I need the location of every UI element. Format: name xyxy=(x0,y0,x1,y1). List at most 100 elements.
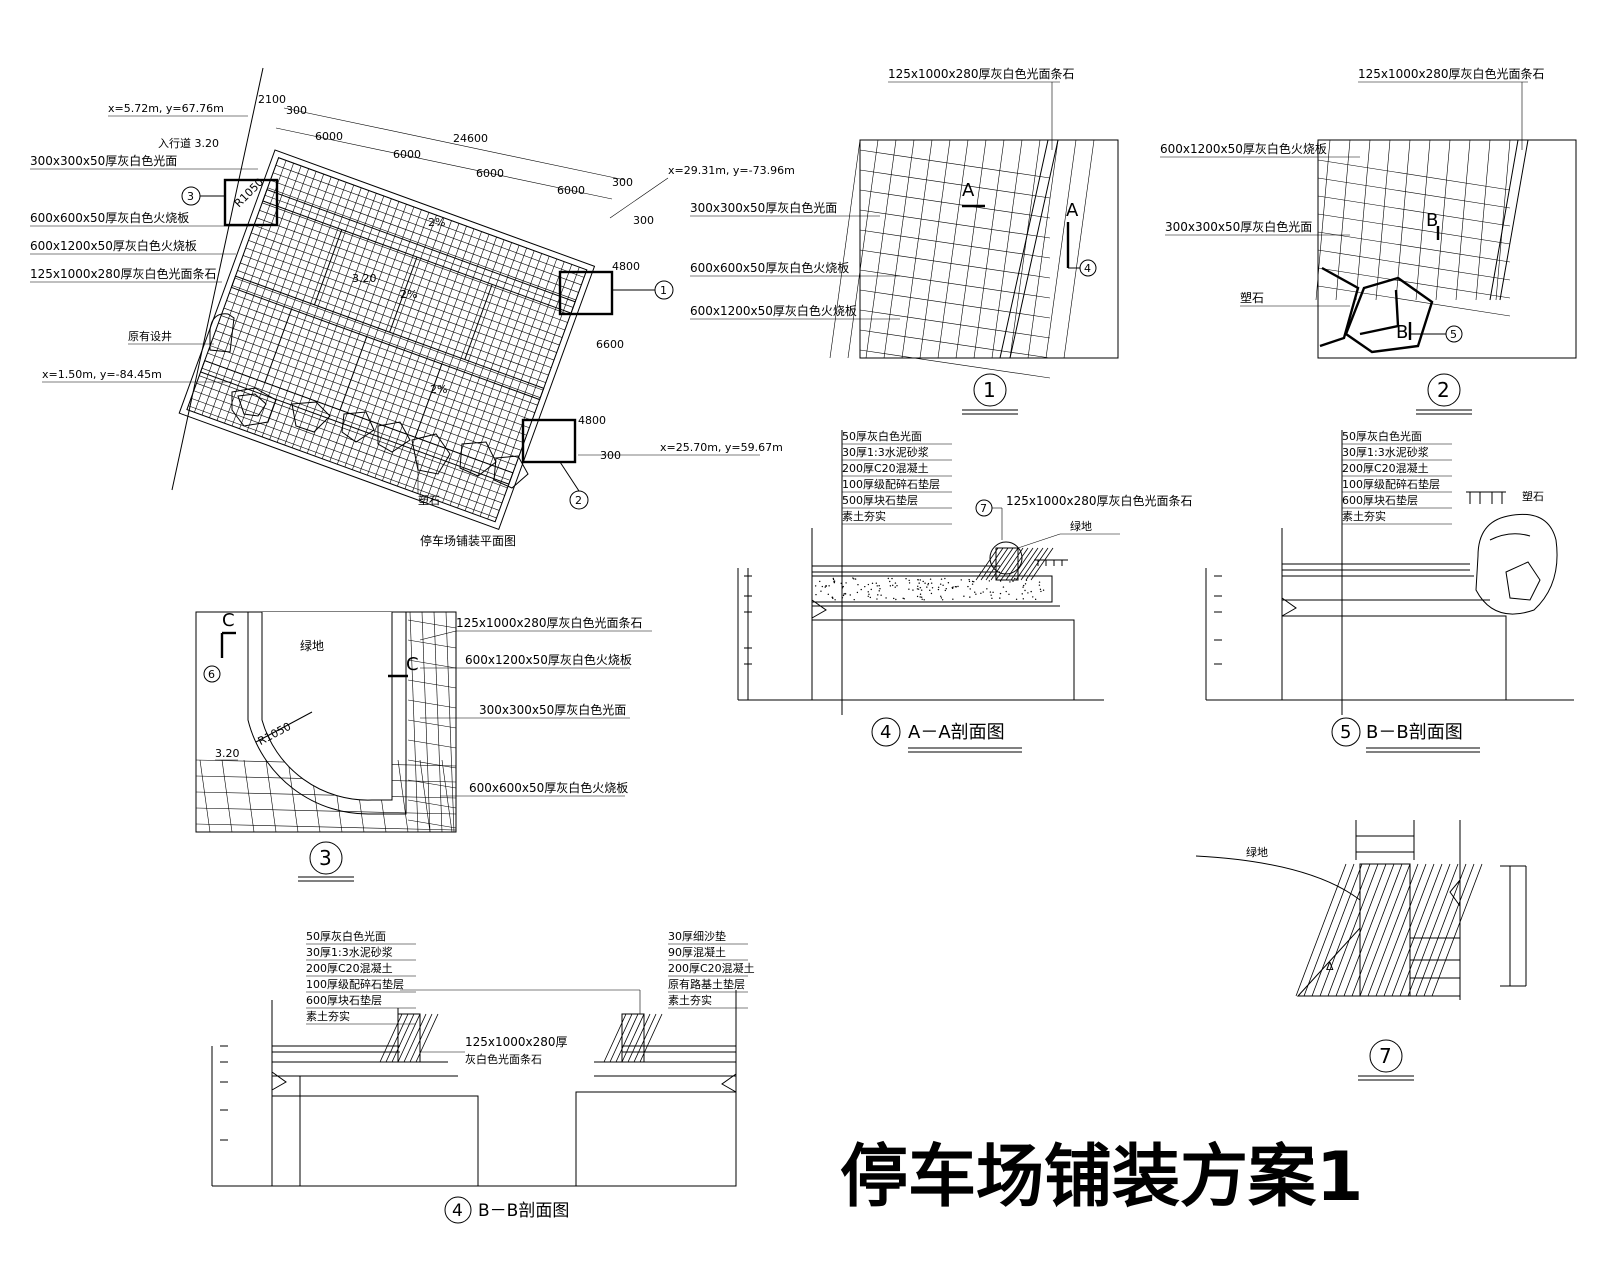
bb-grass xyxy=(1466,491,1506,504)
d7-ground xyxy=(1195,855,1361,901)
d2-section-b2: B xyxy=(1396,322,1408,343)
layer-label: 原有路基土垫层 xyxy=(668,977,745,991)
layer-label: 90厚混凝土 xyxy=(668,945,726,959)
d7-tri-mark: Δ xyxy=(1326,960,1334,973)
detail-2: 125x1000x280厚灰白色光面条石 600x1200x50厚灰白色火烧板 … xyxy=(1160,66,1577,415)
plan-label-4: 125x1000x280厚灰白色光面条石 xyxy=(30,266,217,281)
d1-top-label: 125x1000x280厚灰白色光面条石 xyxy=(888,66,1075,81)
d3-number-circle xyxy=(309,841,343,875)
parking-plan: 3 1 2 x=5.72m, y=67.76m 入行道 3.20 300x300… xyxy=(30,67,795,548)
layer-label: 素土夯实 xyxy=(1342,509,1386,523)
dim-top-1: 300 xyxy=(286,104,307,117)
bb-rock-label: 塑石 xyxy=(1522,489,1544,503)
layer-label: 200厚C20混凝土 xyxy=(668,961,755,975)
layer-label: 200厚C20混凝土 xyxy=(842,461,929,475)
rock-label: 塑石 xyxy=(418,493,440,507)
bb2-curb-left xyxy=(397,1013,421,1063)
d1-label-3: 600x1200x50厚灰白色火烧板 xyxy=(690,303,857,318)
detail-1: 125x1000x280厚灰白色光面条石 300x300x50厚灰白色光面 60… xyxy=(690,66,1119,415)
plan-caption: 停车场铺装平面图 xyxy=(420,533,516,548)
d2-number-circle xyxy=(1427,373,1461,407)
bb-number: 5 xyxy=(1340,722,1351,743)
plan-label-1: 300x300x50厚灰白色光面 xyxy=(30,153,177,168)
dim-top-5: 6000 xyxy=(476,167,504,180)
layer-label: 600厚块石垫层 xyxy=(1342,493,1418,507)
d3-green: 绿地 xyxy=(300,638,324,653)
layer-label: 100厚级配碎石垫层 xyxy=(306,977,404,991)
bb-number-circle xyxy=(1331,717,1361,747)
callout-3-num: 3 xyxy=(187,190,194,203)
d1-section-a1: A xyxy=(962,180,975,201)
d1-number: 1 xyxy=(983,378,996,402)
aa-green-label: 绿地 xyxy=(1070,519,1092,533)
d3-ref: 6 xyxy=(208,668,215,681)
dim-right-0: 4800 xyxy=(612,260,640,273)
paving-outline xyxy=(178,149,596,531)
section-aa: 50厚灰白色光面30厚1:3水泥砂浆200厚C20混凝土100厚级配碎石垫层50… xyxy=(737,429,1193,753)
layer-label: 100厚级配碎石垫层 xyxy=(842,477,940,491)
d1-number-circle xyxy=(973,373,1007,407)
d2-rock-b xyxy=(1344,276,1434,354)
layer-label: 30厚1:3水泥砂浆 xyxy=(842,445,929,459)
layer-label: 200厚C20混凝土 xyxy=(1342,461,1429,475)
aa-number: 4 xyxy=(880,722,891,743)
layer-label: 30厚1:3水泥砂浆 xyxy=(1342,445,1429,459)
aa-concrete-layer xyxy=(811,575,1053,603)
d3-elev: 3.20 xyxy=(215,747,240,760)
coord-right: x=29.31m, y=-73.96m xyxy=(668,164,795,177)
d1-label-1: 300x300x50厚灰白色光面 xyxy=(690,200,837,215)
d3-label-3: 300x300x50厚灰白色光面 xyxy=(479,702,626,717)
d3-label-1: 125x1000x280厚灰白色光面条石 xyxy=(456,615,643,630)
dim-right-2: 4800 xyxy=(578,414,606,427)
callout-1-num: 1 xyxy=(660,284,667,297)
callout-2-num: 2 xyxy=(575,494,582,507)
d3-section-c2: C xyxy=(406,654,419,675)
aa-curb xyxy=(995,547,1019,581)
bb2-number-circle xyxy=(444,1196,472,1224)
layer-label: 素土夯实 xyxy=(668,993,712,1007)
d2-rock-a xyxy=(1319,266,1360,348)
section-bb: 50厚灰白色光面30厚1:3水泥砂浆200厚C20混凝土100厚级配碎石垫层60… xyxy=(1205,429,1574,753)
bb2-number: 4 xyxy=(452,1201,463,1221)
bb-rock xyxy=(1475,513,1558,615)
d2-rock-label: 塑石 xyxy=(1240,290,1264,305)
layer-label: 30厚细沙垫 xyxy=(668,929,726,943)
aa-ref: 7 xyxy=(980,502,987,515)
detail-3: 绿地 R1050 3.20 125x1000x280厚灰白色光面条石 600x1… xyxy=(195,610,652,882)
elevation-label: 入行道 3.20 xyxy=(158,136,219,150)
d2-section-b1: B xyxy=(1426,210,1438,231)
dim-right-3: 300 xyxy=(600,449,621,462)
coord-left: x=1.50m, y=-84.45m xyxy=(42,368,162,381)
dim-top-8: 300 xyxy=(633,214,654,227)
d1-label-2: 600x600x50厚灰白色火烧板 xyxy=(690,260,849,275)
layer-label: 200厚C20混凝土 xyxy=(306,961,393,975)
d3-label-4: 600x600x50厚灰白色火烧板 xyxy=(469,780,628,795)
d1-ref: 4 xyxy=(1084,262,1091,275)
well-label: 原有设井 xyxy=(128,329,172,343)
dim-top-6: 6000 xyxy=(557,184,585,197)
detail-7: 绿地 Δ 7 xyxy=(1195,820,1527,1081)
d7-number-circle xyxy=(1369,1039,1403,1073)
d3-section-c1: C xyxy=(222,610,235,631)
rock-row xyxy=(231,387,529,489)
bb2-caption: B－B剖面图 xyxy=(478,1201,569,1221)
dim-top-2: 6000 xyxy=(315,130,343,143)
slope-2: 2% xyxy=(400,288,417,301)
d2-label-1: 600x1200x50厚灰白色火烧板 xyxy=(1160,141,1327,156)
dim-top-3: 24600 xyxy=(453,132,488,145)
detail-2-box xyxy=(521,418,577,464)
section-bb-2: 50厚灰白色光面30厚1:3水泥砂浆200厚C20混凝土100厚级配碎石垫层60… xyxy=(211,929,755,1224)
d2-ref: 5 xyxy=(1450,328,1457,341)
plan-label-2: 600x600x50厚灰白色火烧板 xyxy=(30,210,189,225)
coord-top: x=5.72m, y=67.76m xyxy=(108,102,224,115)
d2-label-2: 300x300x50厚灰白色光面 xyxy=(1165,219,1312,234)
d7-green: 绿地 xyxy=(1246,845,1268,859)
dim-right-1: 6600 xyxy=(596,338,624,351)
bb2-curb-label-1: 125x1000x280厚 xyxy=(465,1035,568,1049)
d2-top-label: 125x1000x280厚灰白色光面条石 xyxy=(1358,66,1545,81)
layer-label: 素土夯实 xyxy=(842,509,886,523)
aa-grass xyxy=(1034,559,1068,566)
detail-3-box xyxy=(223,178,279,227)
layer-label: 50厚灰白色光面 xyxy=(1342,429,1422,443)
coord-bottom: x=25.70m, y=59.67m xyxy=(660,441,783,454)
